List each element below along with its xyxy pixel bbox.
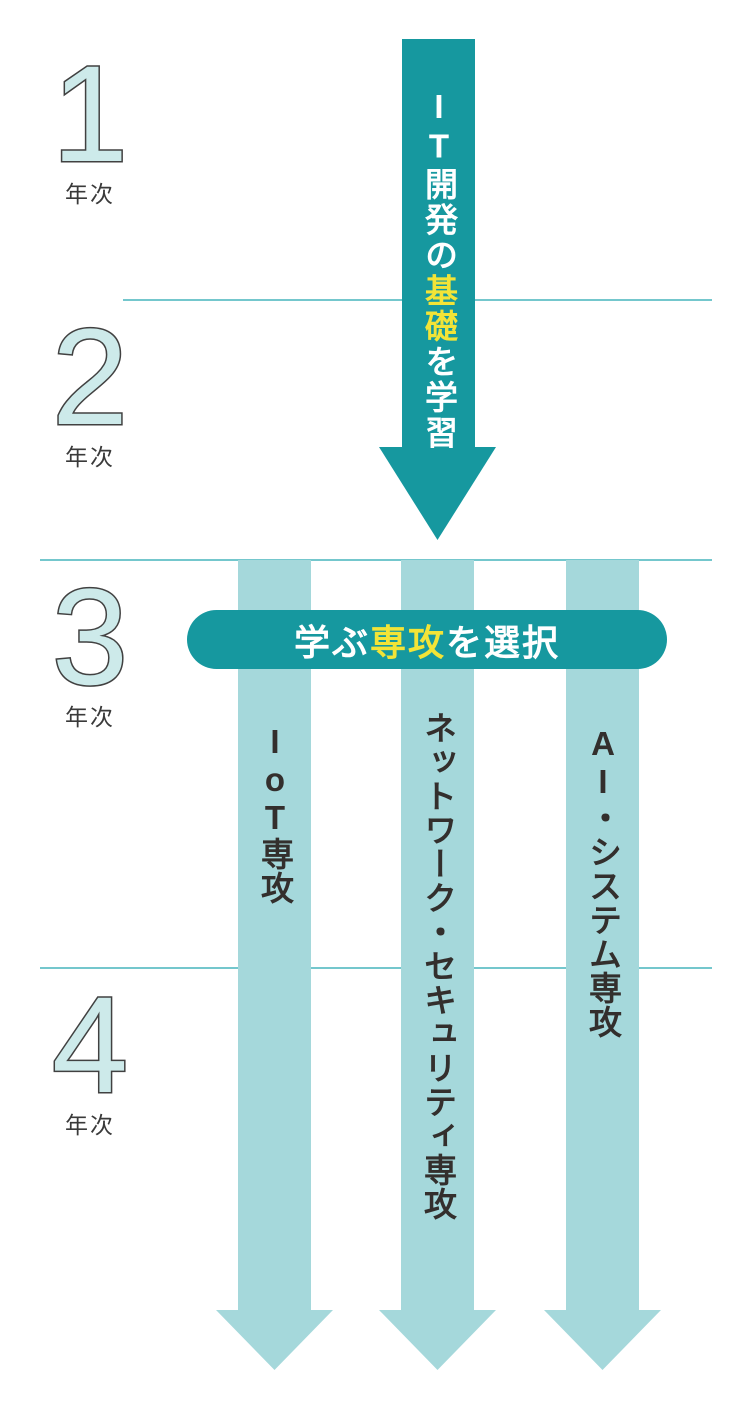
year-1-marker: 1 年次 (40, 38, 140, 209)
ai-system-track-arrow-body (566, 560, 639, 1310)
network-security-track-label: ネットワーク・セキュリティ専攻 (419, 711, 457, 1221)
ai-system-track-label: AI・システム専攻 (584, 725, 622, 1039)
year2-3-divider-line (40, 559, 712, 561)
network-security-track-arrow-body (401, 560, 474, 1310)
it-basics-arrowhead-icon (379, 447, 496, 540)
year-4-numeral: 4 (50, 969, 129, 1122)
year-4-marker: 4 年次 (40, 969, 140, 1140)
year-1-numeral: 1 (50, 38, 129, 191)
year-4-suffix-label: 年次 (65, 1112, 115, 1138)
network-security-track-arrowhead-icon (379, 1310, 496, 1370)
iot-track-label: IoT専攻 (256, 723, 294, 905)
it-basics-arrow-label: IT開発の基礎を学習 (402, 88, 475, 451)
year-3-suffix-label: 年次 (65, 704, 115, 730)
year-2-marker: 2 年次 (40, 301, 140, 472)
ai-system-track-arrowhead-icon (544, 1310, 661, 1370)
it-basics-text-highlight: 基礎 (420, 273, 458, 345)
year3-4-divider-line (40, 967, 712, 969)
year-1-suffix-label: 年次 (65, 181, 115, 207)
pill-text-highlight: 専攻 (369, 621, 446, 663)
it-basics-arrow-body (402, 39, 475, 447)
it-basics-text-after: を学習 (420, 344, 458, 452)
year-3-marker: 3 年次 (40, 561, 140, 732)
iot-track-arrowhead-icon (216, 1310, 333, 1370)
year-3-numeral: 3 (50, 561, 129, 714)
pill-text-after: を選択 (446, 621, 561, 663)
major-selection-pill: 学ぶ専攻を選択 (187, 610, 667, 669)
year-2-numeral: 2 (50, 301, 129, 454)
year-2-suffix-label: 年次 (65, 444, 115, 470)
pill-text-before: 学ぶ (293, 621, 370, 663)
it-basics-text-before: IT開発の (420, 88, 458, 274)
iot-track-arrow-body (238, 560, 311, 1310)
